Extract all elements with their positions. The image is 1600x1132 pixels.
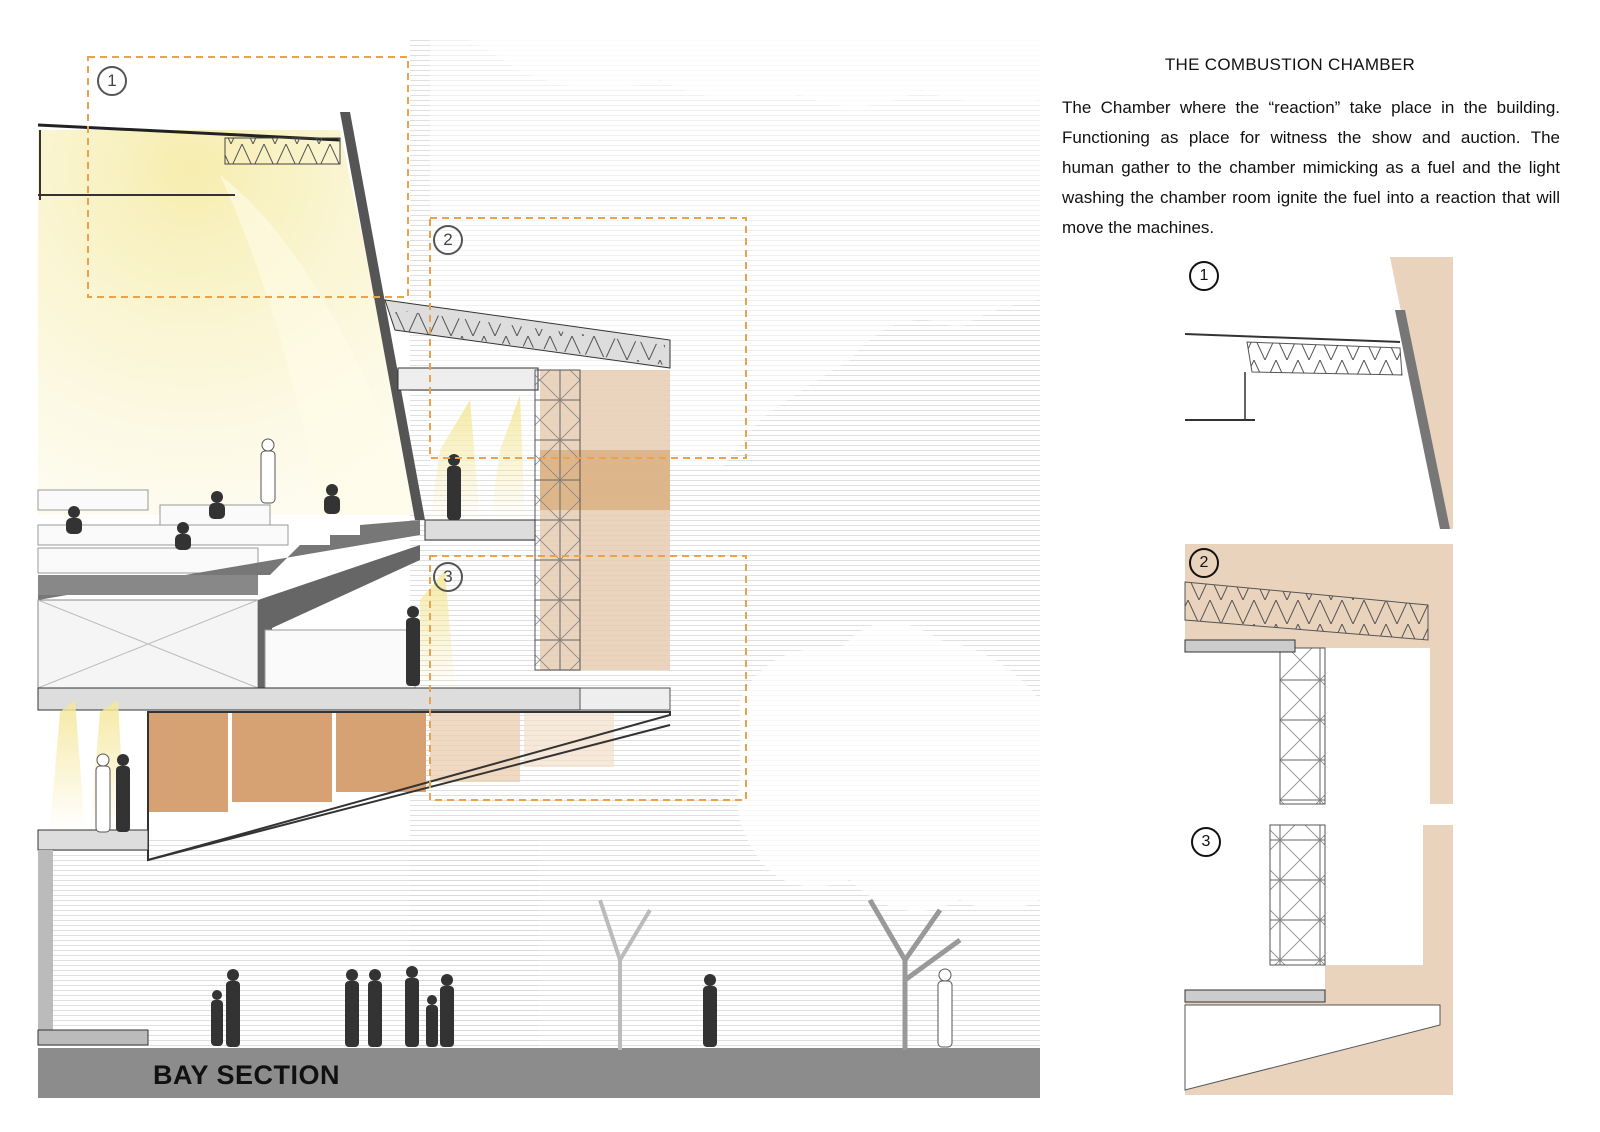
light-cone <box>220 175 420 515</box>
callout-box-1 <box>87 56 409 298</box>
callout-boxes <box>87 56 747 801</box>
detail-panel-1 <box>1184 257 1453 529</box>
timber-panels <box>147 711 671 862</box>
sloped-facade <box>340 112 425 520</box>
detail-number-2: 2 <box>1189 548 1219 578</box>
lower-level <box>37 545 671 711</box>
lower-hatch <box>38 840 538 1050</box>
detail-number-3: 3 <box>1191 827 1221 857</box>
entrance <box>37 700 149 1046</box>
callout-box-2 <box>429 217 747 459</box>
board-description: The Chamber where the “reaction” take pl… <box>1062 98 1560 237</box>
callout-number-1: 1 <box>97 66 127 96</box>
section-label: BAY SECTION <box>153 1060 341 1090</box>
detail-panel-2 <box>1184 544 1453 805</box>
callout-number-3: 3 <box>433 562 463 592</box>
secondary-truss <box>384 299 671 391</box>
tree <box>598 898 962 1050</box>
white-figures <box>95 438 953 1048</box>
callout-number-2: 2 <box>433 225 463 255</box>
callout-box-3 <box>429 555 747 801</box>
detail-number-1: 1 <box>1189 261 1219 291</box>
board-title: THE COMBUSTION CHAMBER <box>1164 55 1416 74</box>
tiered-seating <box>37 489 420 600</box>
detail-panel-3 <box>1184 824 1453 1095</box>
people-silhouettes <box>66 454 717 1047</box>
ground <box>38 1048 1040 1098</box>
